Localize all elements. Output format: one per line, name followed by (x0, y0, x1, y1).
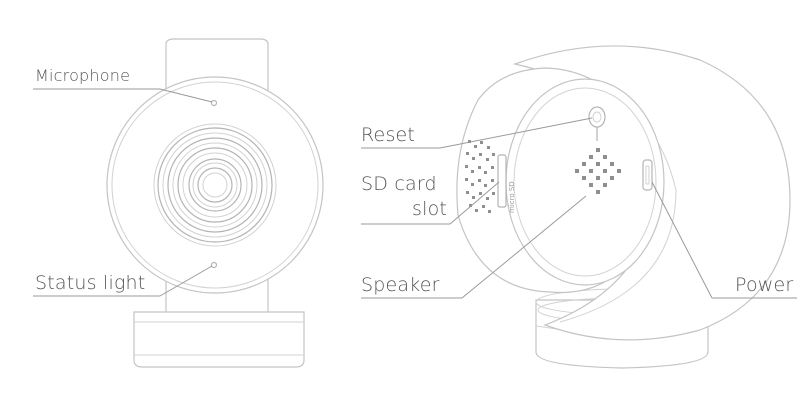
sd-card-label-line1: SD card (361, 173, 437, 195)
back-camera: micro SD (456, 45, 791, 369)
status-light-icon (210, 261, 218, 269)
reset-pin-icon (588, 106, 606, 141)
power-label: Power (735, 274, 794, 296)
microphone-label: Microphone (35, 66, 131, 85)
front-camera (106, 38, 324, 368)
status-light-label: Status light (35, 272, 146, 294)
sd-slot-text: micro SD (508, 181, 516, 213)
speaker-label: Speaker (361, 274, 440, 296)
microphone-hole-icon (210, 99, 218, 107)
sd-slot-icon (497, 154, 507, 208)
speaker-grille-icon (575, 148, 621, 194)
sd-card-label-line2: slot (412, 198, 448, 220)
reset-label: Reset (361, 124, 416, 146)
side-vent-dots (465, 140, 495, 213)
power-port-icon (642, 159, 653, 191)
